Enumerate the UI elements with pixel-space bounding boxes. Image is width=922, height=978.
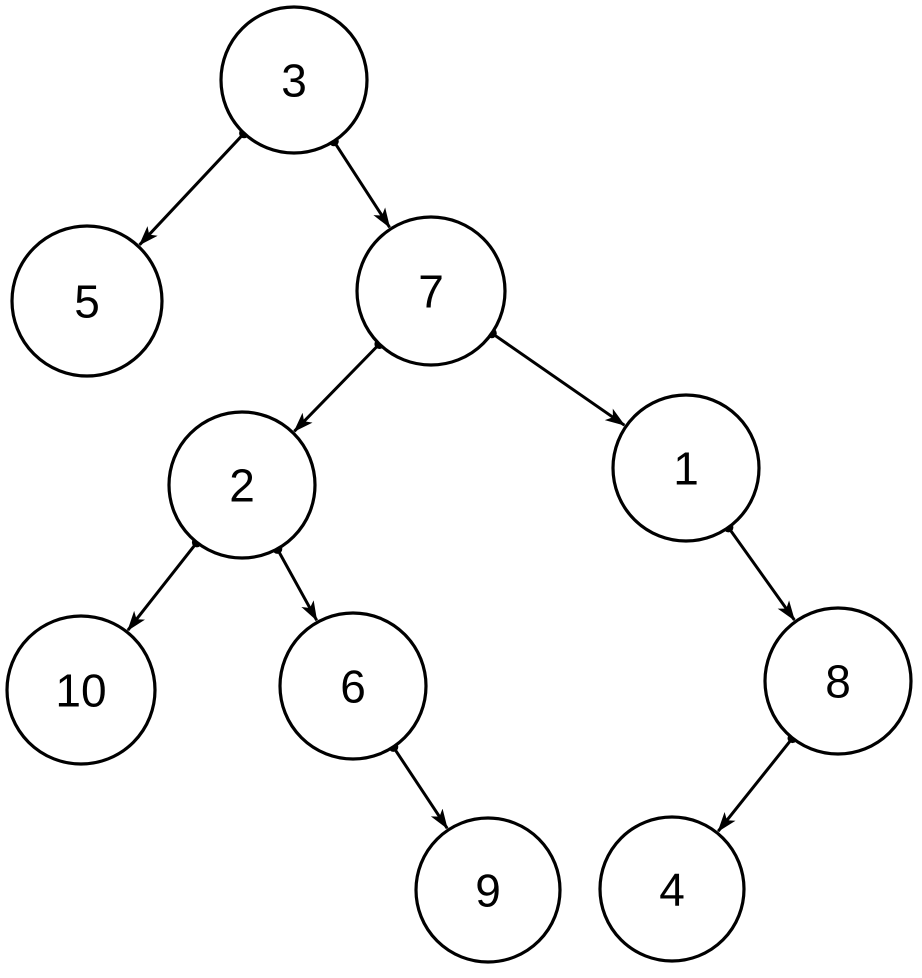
tree-node-4: 4	[598, 815, 746, 963]
nodes-layer: 3 5 7 2 1 10 6 8 9 4	[5, 5, 913, 964]
tree-node-9: 9	[414, 816, 562, 964]
node-label-5: 5	[74, 276, 100, 328]
edge-7-2	[293, 342, 381, 433]
edge-3-5	[138, 132, 246, 246]
node-label-10: 10	[55, 665, 106, 717]
edge-7-1	[490, 331, 626, 427]
node-circle-5	[10, 224, 164, 378]
node-label-7: 7	[418, 266, 444, 318]
tree-node-1: 1	[611, 393, 761, 543]
node-label-6: 6	[340, 661, 366, 713]
node-circle-2	[167, 410, 317, 560]
node-circle-10	[5, 614, 157, 766]
edge-2-6	[275, 548, 319, 622]
node-label-2: 2	[229, 460, 255, 512]
edge-3-7	[332, 140, 391, 229]
edge-8-4	[717, 737, 794, 833]
node-circle-4	[598, 815, 746, 963]
edge-1-8	[727, 526, 796, 621]
node-circle-8	[763, 606, 913, 756]
node-label-8: 8	[825, 656, 851, 708]
node-circle-1	[611, 393, 761, 543]
tree-node-3: 3	[219, 5, 369, 155]
edge-2-10	[126, 541, 199, 632]
node-label-1: 1	[673, 443, 699, 495]
node-circle-3	[219, 5, 369, 155]
node-circle-7	[355, 215, 507, 367]
tree-node-8: 8	[763, 606, 913, 756]
edge-6-9	[392, 746, 449, 830]
tree-node-7: 7	[355, 215, 507, 367]
tree-node-6: 6	[278, 611, 428, 761]
node-label-4: 4	[659, 864, 685, 916]
tree-node-2: 2	[167, 410, 317, 560]
node-label-3: 3	[281, 55, 307, 107]
node-label-9: 9	[475, 865, 501, 917]
tree-node-10: 10	[5, 614, 157, 766]
node-circle-9	[414, 816, 562, 964]
tree-node-5: 5	[10, 224, 164, 378]
node-circle-6	[278, 611, 428, 761]
